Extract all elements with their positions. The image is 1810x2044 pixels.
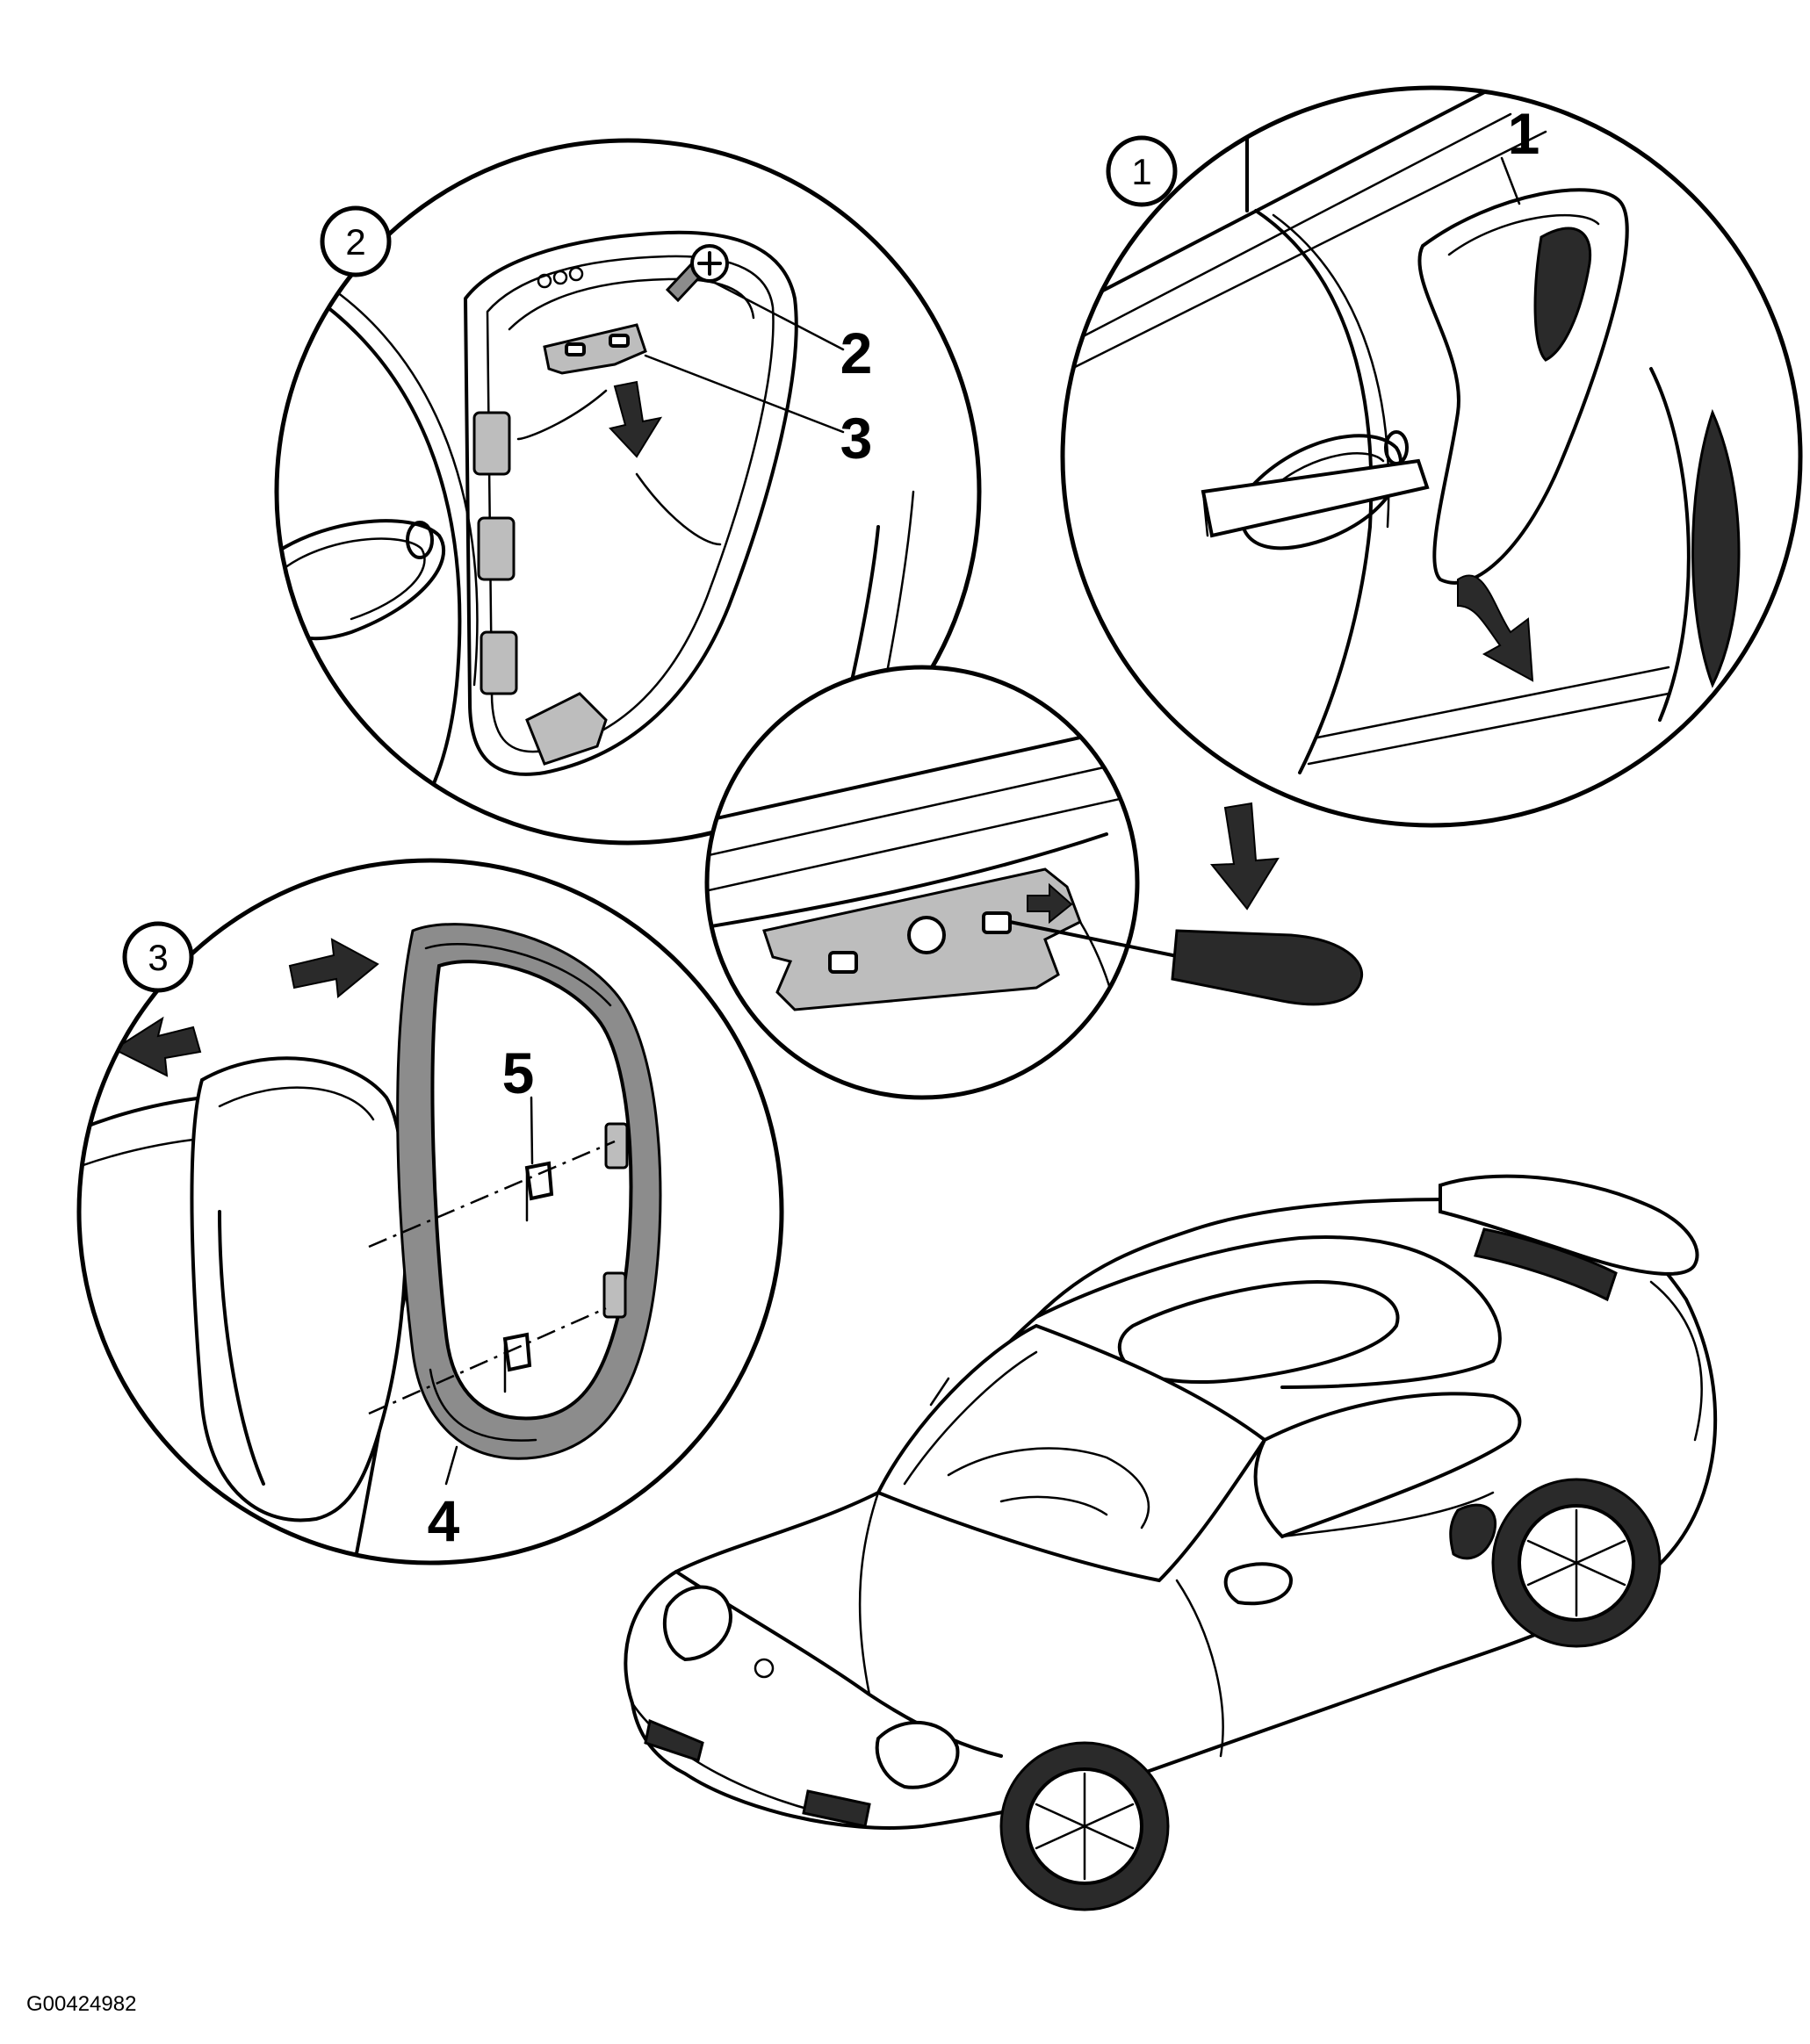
figure-id: G00424982 (26, 1992, 136, 2016)
svg-text:2: 2 (345, 221, 365, 263)
callout-3: 3 (840, 406, 873, 471)
svg-text:1: 1 (1131, 151, 1151, 192)
callout-5: 5 (502, 1040, 535, 1105)
callout-2: 2 (840, 320, 873, 385)
detail-circle-clip-release (704, 665, 1364, 1100)
car-illustration (624, 1174, 1718, 1911)
svg-text:3: 3 (148, 937, 168, 978)
callout-4: 4 (428, 1488, 460, 1553)
detail-circle-1 (1060, 85, 1803, 828)
detail-circle-3 (76, 858, 784, 1565)
callout-1: 1 (1508, 101, 1540, 166)
detail-circle-2 (274, 138, 982, 846)
step-marker-3: 3 (122, 921, 194, 993)
step-marker-1: 1 (1106, 135, 1178, 207)
step-marker-2: 2 (320, 205, 392, 277)
